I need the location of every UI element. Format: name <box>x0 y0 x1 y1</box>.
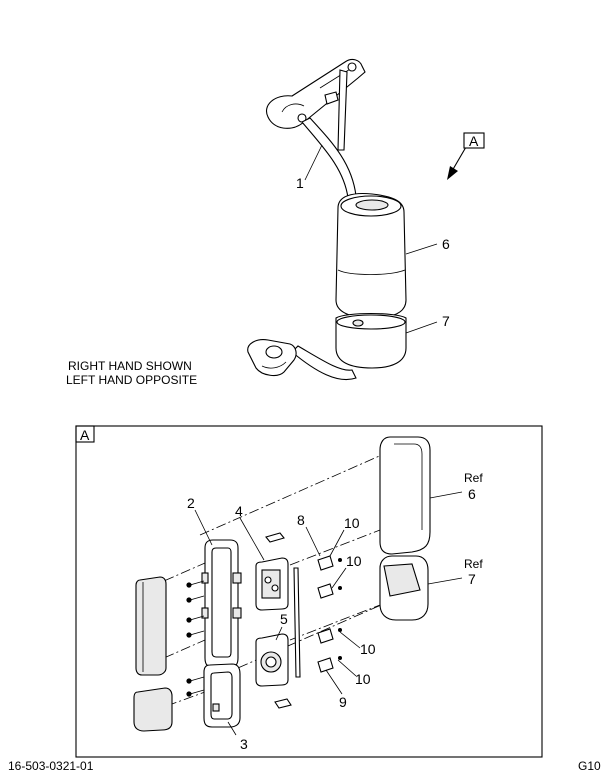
upper-mirror-assembly <box>247 58 485 380</box>
gasket-3 <box>203 663 241 728</box>
housing-ref-6 <box>379 436 431 555</box>
callout-detail-10-c: 10 <box>360 641 376 657</box>
callout-part-6: 6 <box>442 236 450 252</box>
ref-7-word: Ref <box>464 557 483 571</box>
gasket-2 <box>201 539 242 668</box>
view-a-label: A <box>469 133 479 149</box>
hand-note-line2: LEFT HAND OPPOSITE <box>66 373 197 387</box>
ref-7-number: 7 <box>468 571 476 587</box>
mirror-convex-7 <box>335 313 407 369</box>
callout-detail-10-b: 10 <box>346 553 362 569</box>
detail-leaders <box>194 491 463 736</box>
upper-arm-tube <box>301 117 357 206</box>
callout-part-7: 7 <box>442 313 450 329</box>
ref-6-number: 6 <box>468 486 476 502</box>
upper-mount-bracket <box>266 58 366 151</box>
screws <box>186 580 205 697</box>
wire-strip <box>293 567 301 678</box>
callout-part-1: 1 <box>296 175 304 191</box>
callout-detail-10-a: 10 <box>344 515 360 531</box>
lower-arm <box>247 339 357 380</box>
detail-a-label: A <box>80 427 90 443</box>
callout-detail-8: 8 <box>297 512 305 528</box>
housing-ref-7 <box>379 555 429 621</box>
actuator-5 <box>255 633 292 709</box>
clips <box>317 555 342 673</box>
actuator-4 <box>255 532 289 611</box>
callout-detail-2: 2 <box>187 495 195 511</box>
mirror-glass-upper <box>135 576 167 676</box>
callout-detail-10-d: 10 <box>355 671 371 687</box>
view-a-arrow <box>447 132 485 180</box>
callout-detail-3: 3 <box>240 736 248 752</box>
mirror-housing-6 <box>335 192 407 319</box>
sheet-number: G10 <box>578 759 601 773</box>
detail-a-frame <box>75 425 543 758</box>
detail-a-tag <box>75 425 95 443</box>
hand-note-line1: RIGHT HAND SHOWN <box>68 359 192 373</box>
drawing-number: 16-503-0321-01 <box>8 759 94 773</box>
ref-6-word: Ref <box>464 471 483 485</box>
callout-detail-5: 5 <box>280 611 288 627</box>
mirror-glass-convex <box>133 687 173 732</box>
callout-detail-9: 9 <box>339 694 347 710</box>
callout-detail-4: 4 <box>235 503 243 519</box>
